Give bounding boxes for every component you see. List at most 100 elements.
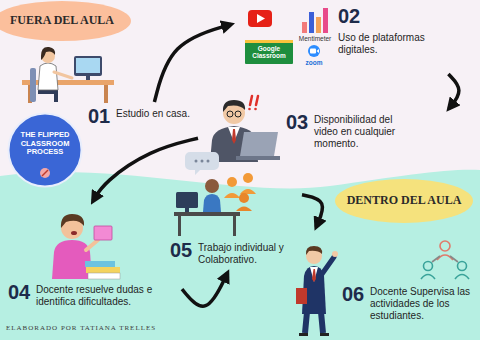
step-box: 03Disponibilidad del video en cualquier … xyxy=(200,92,444,158)
node-content: 06Docente Supervisa las actividades de l… xyxy=(342,284,474,322)
platform-logos xyxy=(245,40,293,43)
section-heading: DENTRO DEL AULA xyxy=(334,178,474,224)
platform-logos xyxy=(308,45,320,57)
supervising-teacher-illustration xyxy=(322,257,334,274)
step-number: 04 xyxy=(8,282,32,302)
platform-logos xyxy=(257,14,265,23)
teamwork-illustration xyxy=(178,216,181,236)
step-box: 01 Estudio en casa. xyxy=(86,104,200,128)
platform-logos xyxy=(310,49,316,54)
group-icon xyxy=(421,275,435,280)
supervising-teacher-illustration xyxy=(310,267,318,282)
badge-icon xyxy=(40,168,50,178)
student-at-desk-illustration xyxy=(74,56,102,76)
author-credit: ELABORADO POR TATIANA TRELLES xyxy=(6,325,246,333)
step-box: 04Docente resuelve dudas e identifica di… xyxy=(6,206,180,310)
teacher-with-books-illustration xyxy=(71,231,77,235)
flow-arrow xyxy=(182,273,227,306)
badge-icon xyxy=(42,170,48,176)
badge-circle xyxy=(9,114,82,187)
section-heading: FUERA DEL AULA xyxy=(0,0,132,42)
platform-logos xyxy=(245,40,293,64)
teacher-with-books-illustration xyxy=(86,267,120,273)
supervising-teacher-illustration xyxy=(320,333,329,336)
student-at-desk-illustration xyxy=(38,90,58,102)
teacher-with-books-illustration xyxy=(85,261,115,267)
node-content: DENTRO DEL AULA xyxy=(347,194,462,208)
teamwork-illustration xyxy=(207,160,210,163)
teamwork-illustration xyxy=(185,208,189,212)
flow-arrow xyxy=(154,24,231,102)
platform-name: Google Classroom xyxy=(247,45,291,59)
section-title: FUERA DEL AULA xyxy=(10,14,114,28)
teacher-with-books-illustration xyxy=(61,214,84,228)
node-content: 03Disponibilidad del video en cualquier … xyxy=(286,112,442,150)
platform-logos xyxy=(317,49,320,53)
platform-name: zoom xyxy=(300,59,328,66)
step-description: Docente Supervisa las actividades de los… xyxy=(370,286,472,322)
badge-icon xyxy=(40,168,50,178)
teamwork-illustration xyxy=(176,192,198,208)
node-content: 04Docente resuelve dudas e identifica di… xyxy=(8,282,178,308)
step-number: 06 xyxy=(342,284,366,304)
teamwork-illustration xyxy=(185,152,219,175)
teamwork-illustration xyxy=(227,177,237,187)
step-number: 01 xyxy=(88,106,112,126)
teacher-with-books-illustration xyxy=(86,240,98,250)
platform-logos xyxy=(248,10,272,27)
group-icon xyxy=(458,262,467,271)
step-number: 02 xyxy=(338,6,362,26)
student-at-desk-illustration xyxy=(54,72,72,78)
student-at-desk-illustration xyxy=(76,58,100,73)
node-content: FUERA DEL AULA xyxy=(10,14,114,28)
teamwork-illustration xyxy=(240,189,256,194)
viewer-at-computer-illustration xyxy=(235,111,241,117)
supervising-teacher-illustration xyxy=(305,312,323,333)
step-description: Estudio en casa. xyxy=(116,108,198,120)
teamwork-illustration xyxy=(203,194,221,212)
flow-arrow xyxy=(93,138,198,201)
group-icon xyxy=(440,241,450,251)
node-content: 05Trabajo individual y Colaborativo. xyxy=(170,240,298,266)
platform-logos xyxy=(302,22,307,33)
step-description: Disponibilidad del video en cualquier mo… xyxy=(314,114,414,150)
teamwork-illustration xyxy=(201,160,204,163)
group-icon xyxy=(424,262,433,271)
viewer-at-computer-illustration xyxy=(232,129,236,144)
supervising-teacher-illustration xyxy=(312,269,316,282)
badge-text: THE FLIPPED CLASSROOM PROCESS xyxy=(16,131,74,157)
step-description: Trabajo individual y Colaborativo. xyxy=(198,242,296,266)
viewer-at-computer-illustration xyxy=(254,108,257,111)
viewer-at-computer-illustration xyxy=(210,96,280,162)
teamwork-illustration xyxy=(195,160,198,163)
teamwork-illustration xyxy=(224,193,240,198)
lower-ground xyxy=(0,170,480,340)
supervising-teacher-illustration xyxy=(296,288,307,304)
step-description: Uso de plataformas digitales. xyxy=(338,32,450,56)
section-title: DENTRO DEL AULA xyxy=(347,194,462,208)
platform-logos xyxy=(316,17,321,33)
step-box: 05Trabajo individual y Colaborativo. xyxy=(168,146,300,268)
step-number: 03 xyxy=(286,112,310,132)
viewer-at-computer-illustration xyxy=(236,156,280,160)
viewer-at-computer-illustration xyxy=(227,111,233,117)
connector-group xyxy=(93,24,459,306)
flow-arrow xyxy=(448,74,459,109)
step-box: 06Docente Supervisa las actividades de l… xyxy=(288,232,476,324)
teacher-with-books-illustration xyxy=(88,273,120,279)
group-icon xyxy=(432,256,458,262)
teacher-with-books-illustration xyxy=(94,226,112,240)
heading-ellipse xyxy=(0,1,131,41)
platform-logos xyxy=(309,12,314,33)
teamwork-illustration xyxy=(243,173,253,183)
group-icon xyxy=(455,275,469,280)
teacher-with-books-illustration xyxy=(52,240,92,279)
step-description: Docente resuelve dudas e identifica difi… xyxy=(36,284,172,308)
student-at-desk-illustration xyxy=(86,76,90,80)
flow-arrow xyxy=(302,195,322,227)
student-at-desk-illustration xyxy=(41,47,55,60)
student-at-desk-illustration xyxy=(104,85,108,103)
node-content: THE FLIPPED CLASSROOM PROCESS xyxy=(16,131,74,157)
viewer-at-computer-illustration xyxy=(223,100,245,112)
